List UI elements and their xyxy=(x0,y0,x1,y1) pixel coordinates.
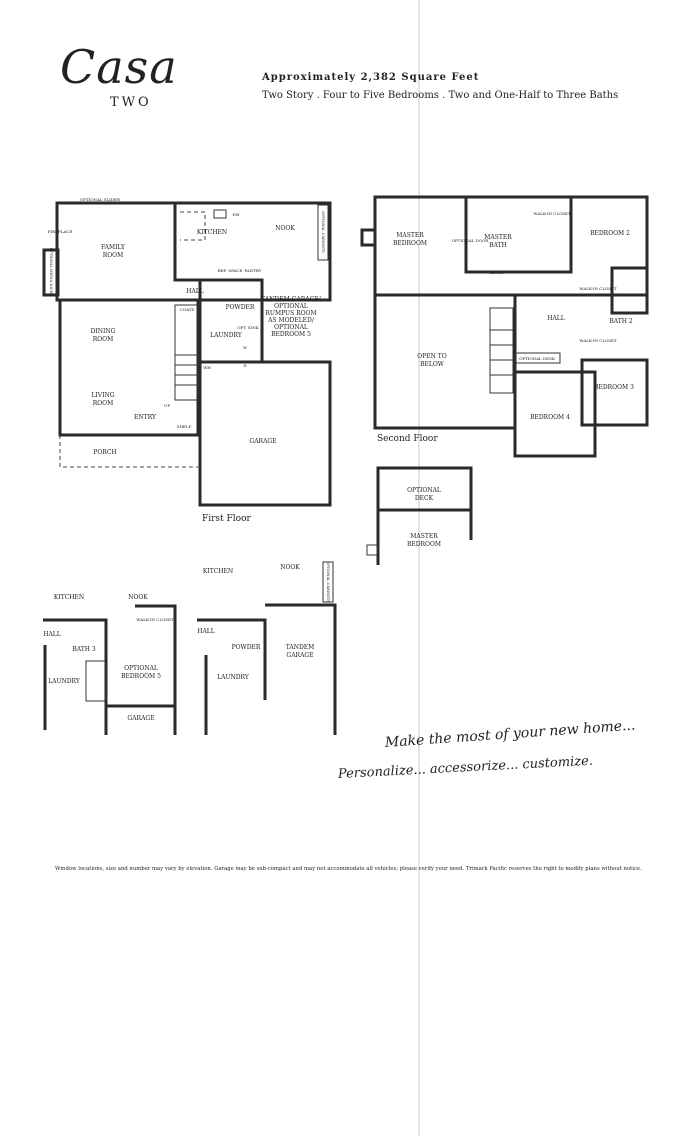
optional-door-label: OPTIONAL DOOR xyxy=(452,238,490,243)
second-floor-caption: Second Floor xyxy=(377,434,438,444)
room-hall-upper: HALL xyxy=(547,315,565,322)
open-to-below-2: BELOW xyxy=(420,361,445,368)
optional-media-niche-label: OPTIONAL MEDIA NICHE xyxy=(49,248,53,297)
disclaimer: Window locations, size and number may va… xyxy=(55,866,642,872)
room-master-bath: MASTER xyxy=(484,234,512,241)
ref-space-label: REF. SPACE xyxy=(218,268,243,273)
optt-hall: HALL xyxy=(197,628,215,635)
bed3-walkin-label: WALK-IN CLOSET xyxy=(579,338,617,343)
brand-title: Casa xyxy=(60,40,178,94)
room-kitchen: KITCHEN xyxy=(197,229,227,236)
model-name: TWO xyxy=(110,95,152,110)
room-nook: NOOK xyxy=(275,225,295,232)
optional-slider-label: OPTIONAL SLIDER xyxy=(80,197,121,202)
opt5-laundry: LAUNDRY xyxy=(48,678,81,685)
first-floor-caption: First Floor xyxy=(202,514,251,524)
room-tandem-5: OPTIONAL xyxy=(274,324,308,331)
optional-cabinets-label: OPTIONAL CABINETS xyxy=(321,211,325,253)
room-hall: HALL xyxy=(186,288,204,295)
pantry-label: PANTRY xyxy=(245,268,262,273)
room-laundry: LAUNDRY xyxy=(210,332,243,339)
room-powder: POWDER xyxy=(226,304,255,311)
room-bedroom-3: BEDROOM 3 xyxy=(594,384,634,391)
optt-nook: NOOK xyxy=(280,564,300,571)
opt-sink-label: OPT. SINK xyxy=(237,325,259,330)
room-garage: GARAGE xyxy=(249,438,276,445)
washer-label: W xyxy=(243,345,248,350)
room-entry: ENTRY xyxy=(134,414,157,421)
optt-tandem-garage-2: GARAGE xyxy=(286,652,313,659)
room-tandem-6: BEDROOM 5 xyxy=(271,331,311,338)
room-tandem: TANDEM GARAGE/ xyxy=(261,296,322,303)
optional-tandem-plan: OPTIONAL CABINETS KITCHEN NOOK HALL POWD… xyxy=(197,561,337,735)
room-living-2: ROOM xyxy=(93,400,114,407)
opt5-bath3: BATH 3 xyxy=(72,646,96,653)
room-master-bedroom-2: BEDROOM xyxy=(393,240,427,247)
optional-desk-label: OPTIONAL DESK xyxy=(519,356,556,361)
opt5-bedroom5-2: BEDROOM 5 xyxy=(121,673,161,680)
room-family-2: ROOM xyxy=(103,252,124,259)
opt5-hall: HALL xyxy=(43,631,61,638)
coats-label: COATS xyxy=(180,307,195,312)
room-dining-2: ROOM xyxy=(93,336,114,343)
linen-label: LINEN xyxy=(490,270,505,275)
optt-laundry: LAUNDRY xyxy=(217,674,250,681)
optional-deck-label-2: DECK xyxy=(415,495,434,502)
optt-kitchen: KITCHEN xyxy=(203,568,233,575)
opt5-garage: GARAGE xyxy=(127,715,154,722)
dryer-label: D xyxy=(243,363,246,368)
room-tandem-2: OPTIONAL xyxy=(274,303,308,310)
room-living: LIVING xyxy=(91,392,114,399)
room-tandem-4: AS MODELED/ xyxy=(267,317,315,324)
optt-tandem-garage: TANDEM xyxy=(286,644,315,651)
optional-deck-plan: OPTIONAL DECK MASTER BEDROOM xyxy=(366,466,473,565)
room-bedroom-4: BEDROOM 4 xyxy=(530,414,570,421)
deck-master-label-2: BEDROOM xyxy=(407,541,441,548)
opt5-bedroom5: OPTIONAL xyxy=(124,665,158,672)
shelf-label: SHELF xyxy=(177,424,192,429)
room-family: FAMILY xyxy=(101,244,126,251)
bed2-walkin-label: WALK-IN CLOSET xyxy=(579,286,617,291)
second-floor-plan: MASTER BEDROOM MASTER BATH OPTIONAL DOOR… xyxy=(360,195,649,458)
opt5-walkin: WALK-IN CLOSET xyxy=(136,617,174,622)
room-porch: PORCH xyxy=(93,449,116,456)
room-master-bedroom: MASTER xyxy=(396,232,424,239)
fireplace-label: FIREPLACE xyxy=(48,229,73,234)
first-floor-plan: OPTIONAL MEDIA NICHE OPTIONAL CABINETS O… xyxy=(42,197,332,524)
stair-up-label: UP xyxy=(164,403,170,408)
room-dining: DINING xyxy=(91,328,116,335)
open-to-below: OPEN TO xyxy=(417,353,446,360)
optional-bedroom5-plan: KITCHEN NOOK HALL BATH 3 LAUNDRY OPTIONA… xyxy=(43,594,177,735)
room-bath-2: BATH 2 xyxy=(609,318,633,325)
optt-powder: POWDER xyxy=(232,644,261,651)
water-heater-label: WH xyxy=(203,365,211,370)
optional-deck-label: OPTIONAL xyxy=(407,487,441,494)
plan-specs: Two Story . Four to Five Bedrooms . Two … xyxy=(262,90,619,101)
opt5-kitchen: KITCHEN xyxy=(54,594,84,601)
opt5-nook: NOOK xyxy=(128,594,148,601)
deck-master-label: MASTER xyxy=(410,533,438,540)
optt-optional-cabinets-label: OPTIONAL CABINETS xyxy=(326,561,330,603)
square-feet: Approximately 2,382 Square Feet xyxy=(262,72,480,83)
room-tandem-3: RUMPUS ROOM xyxy=(265,310,316,317)
room-bedroom-2: BEDROOM 2 xyxy=(590,230,630,237)
page-fold xyxy=(418,0,420,1136)
dishwasher-label: DW xyxy=(232,212,240,217)
room-master-bath-2: BATH xyxy=(489,242,507,249)
master-walkin-label: WALK-IN CLOSET xyxy=(533,211,571,216)
